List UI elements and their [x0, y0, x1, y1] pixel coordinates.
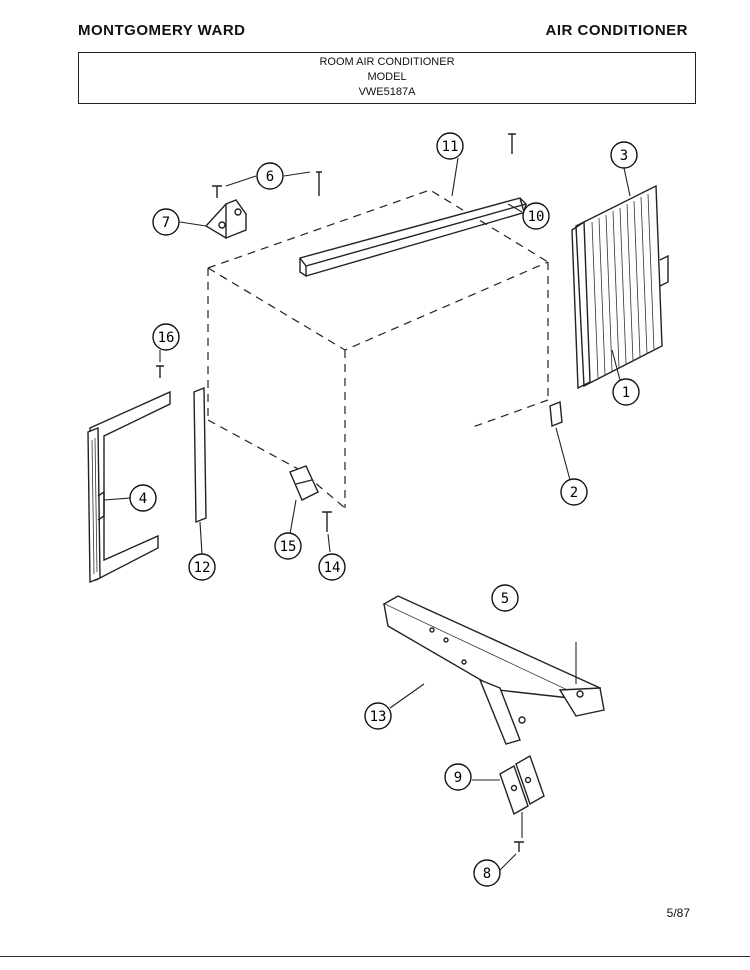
- model-title-box: ROOM AIR CONDITIONER MODEL VWE5187A: [78, 52, 696, 104]
- callout-6: 6: [256, 162, 284, 190]
- callout-15: 15: [274, 532, 302, 560]
- leader-lines: [103, 157, 631, 871]
- svg-text:16: 16: [158, 330, 175, 346]
- top-screw-part: [508, 133, 516, 154]
- svg-text:4: 4: [139, 491, 147, 507]
- svg-text:6: 6: [266, 169, 274, 185]
- svg-text:2: 2: [570, 485, 578, 501]
- svg-text:9: 9: [454, 770, 462, 786]
- svg-text:3: 3: [620, 148, 628, 164]
- callout-12: 12: [188, 553, 216, 581]
- bottom-divider: [0, 956, 750, 957]
- svg-text:8: 8: [483, 866, 491, 882]
- bracket-screw-part: [514, 841, 524, 852]
- svg-text:11: 11: [442, 139, 459, 155]
- side-panel-part: [87, 390, 171, 584]
- base-screw-part: [322, 511, 332, 532]
- svg-text:14: 14: [324, 560, 341, 576]
- callout-16: 16: [152, 323, 180, 351]
- callout-2: 2: [560, 478, 588, 506]
- brand-name: MONTGOMERY WARD: [78, 22, 246, 39]
- rear-grille-part: [571, 184, 669, 390]
- revision-date: 5/87: [666, 906, 690, 920]
- screw-pair-part: [212, 171, 322, 198]
- top-rail-part: [298, 197, 528, 278]
- callout-4: 4: [129, 484, 157, 512]
- callout-5: 5: [491, 584, 519, 612]
- support-bracket-part: [382, 595, 605, 745]
- svg-text:15: 15: [280, 539, 297, 555]
- title-line-product: ROOM AIR CONDITIONER: [319, 56, 455, 68]
- callout-1: 1: [612, 378, 640, 406]
- callout-9: 9: [444, 763, 472, 791]
- callout-11: 11: [436, 132, 464, 160]
- u-bracket-part: [499, 754, 545, 838]
- base-bracket-part: [289, 465, 319, 501]
- corner-bracket-part: [204, 199, 248, 240]
- panel-screw-part: [156, 365, 164, 378]
- callout-7: 7: [152, 208, 180, 236]
- product-category: AIR CONDITIONER: [545, 22, 688, 39]
- side-strip-part: [193, 386, 207, 524]
- svg-text:1: 1: [622, 385, 630, 401]
- svg-text:12: 12: [194, 560, 211, 576]
- callout-3: 3: [610, 141, 638, 169]
- title-line-model-label: MODEL: [367, 71, 407, 83]
- svg-text:10: 10: [528, 209, 545, 225]
- callout-14: 14: [318, 553, 346, 581]
- svg-text:5: 5: [501, 591, 509, 607]
- callout-13: 13: [364, 702, 392, 730]
- svg-text:13: 13: [370, 709, 387, 725]
- callout-8: 8: [473, 859, 501, 887]
- callout-10: 10: [522, 202, 550, 230]
- svg-text:7: 7: [162, 215, 170, 231]
- title-line-model-number: VWE5187A: [358, 86, 416, 98]
- retainer-clip-part: [549, 401, 563, 427]
